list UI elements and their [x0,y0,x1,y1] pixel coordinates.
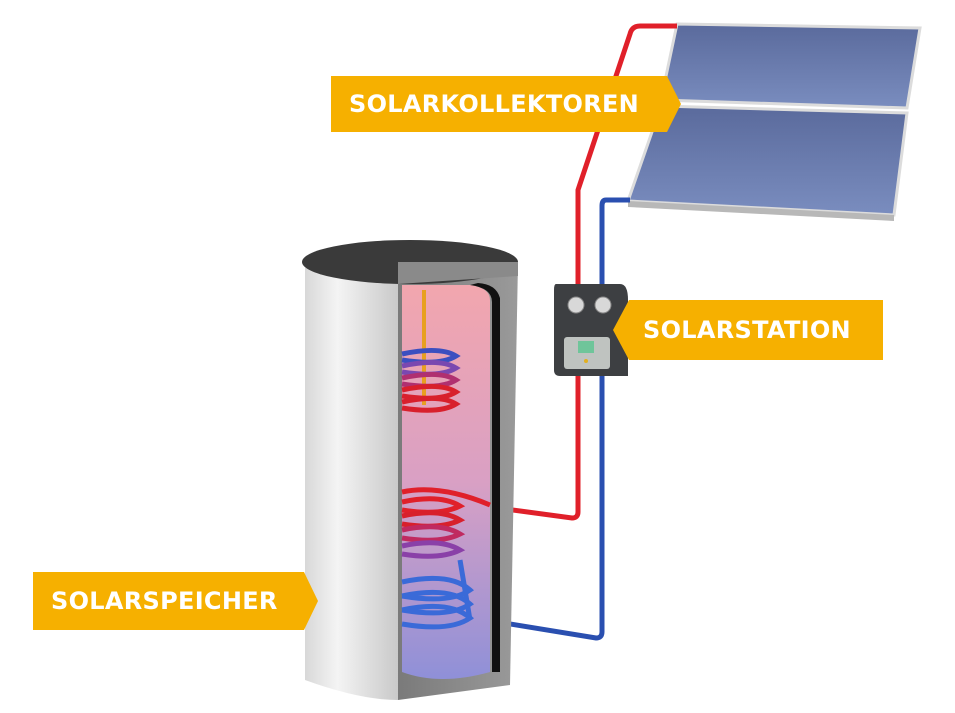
solar-station [554,284,628,376]
collector-panel-top [659,22,922,110]
cold-pipe-station-to-tank [497,370,605,641]
tank-lid-cut [398,262,518,284]
tank-water [402,285,490,679]
label-solarstation-text: SOLARSTATION [643,316,851,344]
tank-inner-wall [470,283,500,672]
lower-heat-exchanger-coil [401,487,491,630]
label-solarkollektoren: SOLARKOLLEKTOREN [331,76,681,132]
collector-frame-edge [628,201,894,221]
hot-pipe-station-to-tank [497,370,581,521]
label-solarkollektoren-text: SOLARKOLLEKTOREN [349,90,640,118]
tank-shell [305,268,398,700]
label-solarspeicher-text: SOLARSPEICHER [51,587,278,615]
solar-collectors [625,22,922,221]
controller-display [578,341,594,353]
cold-pipe-collector-to-station [599,197,630,290]
hot-pipe-collector-to-station [575,23,677,290]
upper-heat-exchanger-coil [401,348,461,413]
pipes [497,23,677,641]
solar-storage-tank [302,240,518,700]
label-solarspeicher: SOLARSPEICHER [33,572,318,630]
label-solarstation: SOLARSTATION [613,300,883,360]
pressure-gauge-icon [567,296,585,314]
controller-button-icon [584,359,588,363]
temperature-gauge-icon [594,296,612,314]
